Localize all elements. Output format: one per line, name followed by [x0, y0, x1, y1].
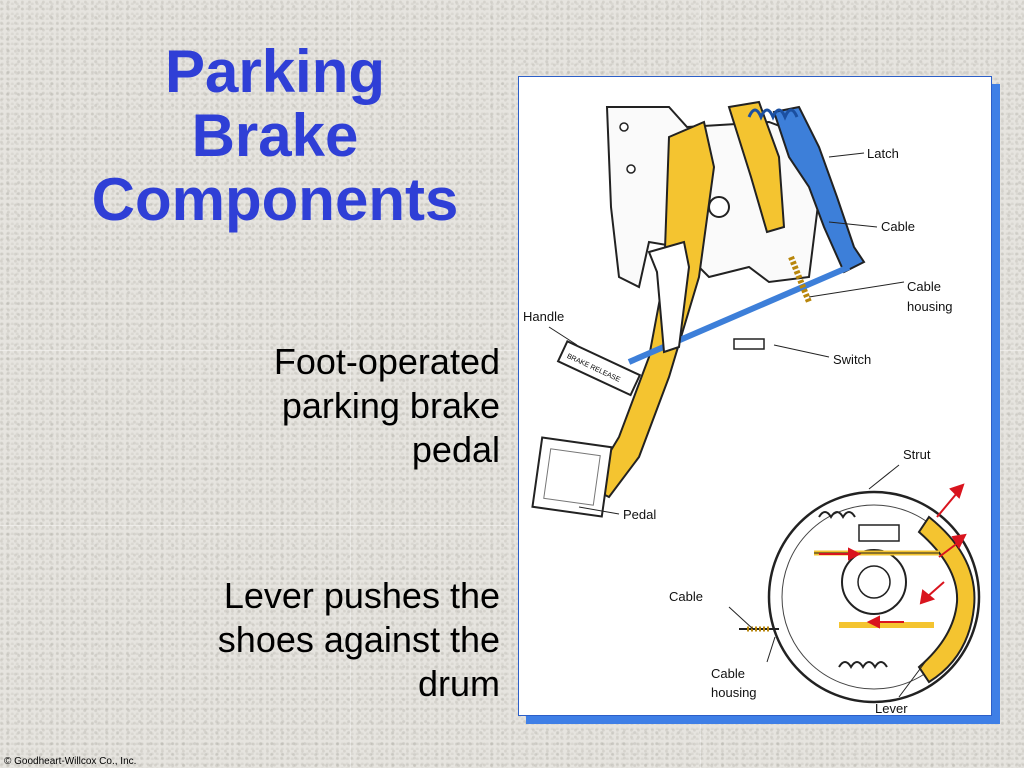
label-pedal: Pedal: [623, 507, 656, 522]
point-line: drum: [417, 663, 500, 704]
title-line: Components: [91, 166, 459, 233]
slide-title: Parking Brake Components: [0, 40, 550, 232]
parking-brake-diagram: BRAKE RELEASE Latch Cable Cable housing …: [518, 76, 992, 716]
bracket-hole: [626, 164, 636, 174]
ratchet-sector: [727, 100, 786, 234]
label-strut: Strut: [903, 447, 931, 462]
label-cable-housing: housing: [907, 299, 953, 314]
point-line: Foot-operated: [273, 341, 500, 382]
label-drum-cable-housing: housing: [711, 685, 757, 700]
background-seam: [0, 525, 1024, 526]
force-arrows: [819, 483, 967, 629]
leader-lines: [548, 152, 905, 515]
label-cable-housing: Cable: [907, 279, 941, 294]
title-line: Brake: [191, 102, 359, 169]
drum-leader-lines: [728, 464, 930, 698]
latch-mechanism: [772, 105, 866, 274]
brake-switch: [733, 338, 765, 350]
latch-spring: [747, 108, 799, 121]
point-line: Lever pushes the: [223, 575, 500, 616]
copyright-notice: © Goodheart-Willcox Co., Inc.: [4, 756, 137, 767]
cable-housing-upper: [788, 255, 812, 304]
label-handle: Handle: [523, 309, 564, 324]
label-switch: Switch: [833, 352, 871, 367]
label-drum-cable: Cable: [669, 589, 703, 604]
label-cable: Cable: [881, 219, 915, 234]
label-drum-cable-housing: Cable: [711, 666, 745, 681]
point-line: parking brake: [281, 385, 500, 426]
label-latch: Latch: [867, 146, 899, 161]
point-lever-pushes-shoes: Lever pushes the shoes against the drum: [218, 574, 500, 706]
pedal-arm: [587, 120, 716, 499]
point-foot-operated-pedal: Foot-operated parking brake pedal: [274, 340, 500, 472]
release-lever: [647, 240, 691, 354]
point-line: pedal: [411, 429, 500, 470]
label-lever: Lever: [875, 701, 908, 716]
bracket-bolt: [708, 196, 730, 218]
diagram-svg: BRAKE RELEASE Latch Cable Cable housing …: [523, 100, 981, 716]
background-seam: [350, 0, 351, 768]
drum-brake-assembly: [767, 490, 981, 704]
title-line: Parking: [164, 38, 386, 105]
pedal-pad: [531, 436, 613, 518]
background-seam: [0, 350, 1024, 351]
bracket-hole: [619, 122, 629, 132]
point-line: shoes against the: [217, 619, 500, 660]
release-handle: BRAKE RELEASE: [556, 340, 642, 397]
